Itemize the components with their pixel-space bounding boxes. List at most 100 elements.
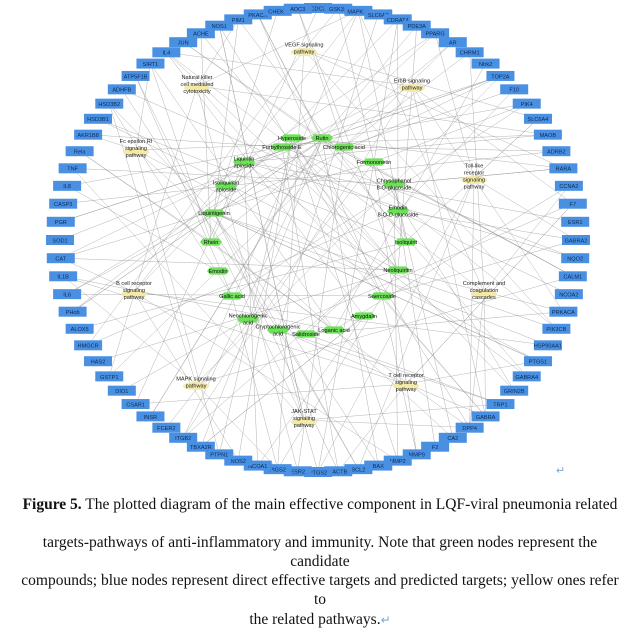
edge-compound-target xyxy=(135,75,233,297)
edge-compound-target xyxy=(321,137,379,466)
target-node-box xyxy=(186,28,215,39)
figure-caption-line-4: the related pathways.↵ xyxy=(14,611,626,630)
target-node: ADRB2 xyxy=(542,146,571,157)
target-node-box xyxy=(304,467,332,477)
edge-compound-target xyxy=(333,63,486,331)
edge-compound-target xyxy=(281,146,339,472)
target-node: CDC2 xyxy=(304,3,332,13)
target-node-label: NOS2 xyxy=(231,459,246,465)
target-node-box xyxy=(455,47,484,58)
edge-compound-target xyxy=(397,210,569,295)
edge-hub xyxy=(321,103,527,141)
target-node-box xyxy=(95,371,124,382)
compound-node-label: Rutin xyxy=(315,136,328,142)
compound-node: Gallic acid xyxy=(219,292,245,300)
edge-pathway-target xyxy=(195,383,278,470)
edge-hub xyxy=(321,139,557,329)
target-node: MAPK14 xyxy=(344,5,373,16)
target-node: IL6 xyxy=(53,289,82,300)
target-node-box xyxy=(205,20,234,31)
target-node-label: NQO2 xyxy=(567,257,583,263)
pathway-node-marker xyxy=(291,48,317,56)
target-node-box xyxy=(344,464,373,475)
target-node-label: NCOA2 xyxy=(559,293,578,299)
edge-compound-target xyxy=(243,161,576,259)
target-node-box xyxy=(58,163,87,174)
target-node-label: HSD3B2 xyxy=(98,102,120,108)
target-node-label: IL8 xyxy=(63,184,71,190)
edge-compound-target xyxy=(338,8,375,163)
target-node-box xyxy=(523,356,552,367)
edge-compound-target xyxy=(243,33,436,163)
compound-node-marker xyxy=(363,158,385,166)
edge-pathway-target xyxy=(135,149,539,362)
target-node-label: PHob xyxy=(66,310,80,316)
target-node-box xyxy=(169,37,198,48)
compound-node: Amygdalin xyxy=(351,312,377,320)
edge-compound-target xyxy=(183,241,407,438)
target-node-label: PIGS2 xyxy=(269,468,285,474)
target-node: CCNA2 xyxy=(554,180,583,191)
target-node-box xyxy=(121,70,150,81)
target-node-label: CASP3 xyxy=(54,202,72,208)
edge-pathway-target xyxy=(303,49,539,119)
target-node-box xyxy=(554,289,583,300)
target-node-box xyxy=(107,385,136,396)
compound-node-label: Formononetin xyxy=(357,160,392,166)
target-node: GABRA xyxy=(471,411,500,422)
target-node-label: ACHE xyxy=(193,32,209,38)
edge-pathway-target xyxy=(483,291,486,417)
target-node-box xyxy=(486,70,515,81)
edge-compound-target xyxy=(243,161,527,377)
target-node: SIRT1 xyxy=(136,58,165,69)
edge-compound-target xyxy=(88,134,283,148)
target-node-label: CCNA2 xyxy=(559,184,578,190)
edge-pathway-target xyxy=(183,85,413,438)
target-node: MAOB xyxy=(533,129,562,140)
target-node: LACTB xyxy=(324,466,353,477)
target-node-box xyxy=(243,460,272,471)
target-node: PTPN1 xyxy=(205,449,234,460)
compound-node-marker xyxy=(395,238,417,246)
edge-compound-target xyxy=(166,52,365,317)
caption-line-4-text: the related pathways. xyxy=(249,611,381,628)
target-node-box xyxy=(402,20,431,31)
target-node-box xyxy=(471,411,500,422)
target-node: Rela xyxy=(65,146,94,157)
target-node-label: NOS1 xyxy=(212,24,227,30)
edge-compound-target xyxy=(281,146,576,259)
edge-pathway-target xyxy=(135,75,305,421)
target-node: PGR xyxy=(46,216,75,227)
target-node: AR xyxy=(438,37,467,48)
edge-compound-target xyxy=(200,33,399,271)
target-node-label: PKACA xyxy=(248,13,267,19)
compound-node: Chlorogenic acid xyxy=(323,143,365,151)
edge-compound-target xyxy=(79,241,407,330)
target-node-box xyxy=(500,385,529,396)
target-node: ALOX5 xyxy=(65,323,94,334)
edge-pathway-target xyxy=(195,10,359,385)
compound-node-marker xyxy=(353,312,375,320)
edge-hub xyxy=(182,139,323,438)
compound-node-label: Isoliquirit xyxy=(395,240,418,246)
compound-node-label: Chlorogenic acid xyxy=(323,145,365,151)
target-node: NCOA1 xyxy=(243,460,272,471)
target-node-label: CDRAT4 xyxy=(387,18,409,24)
compound-node-marker xyxy=(215,182,237,190)
target-node: IL4 xyxy=(152,47,181,58)
edge-compound-target xyxy=(277,203,573,331)
compound-node-marker xyxy=(200,238,222,246)
target-node-box xyxy=(512,98,541,109)
edge-hub xyxy=(67,139,323,295)
target-node: IL1B xyxy=(49,271,78,282)
edge-compound-target xyxy=(397,210,436,447)
edge-pathway-target xyxy=(63,276,407,385)
